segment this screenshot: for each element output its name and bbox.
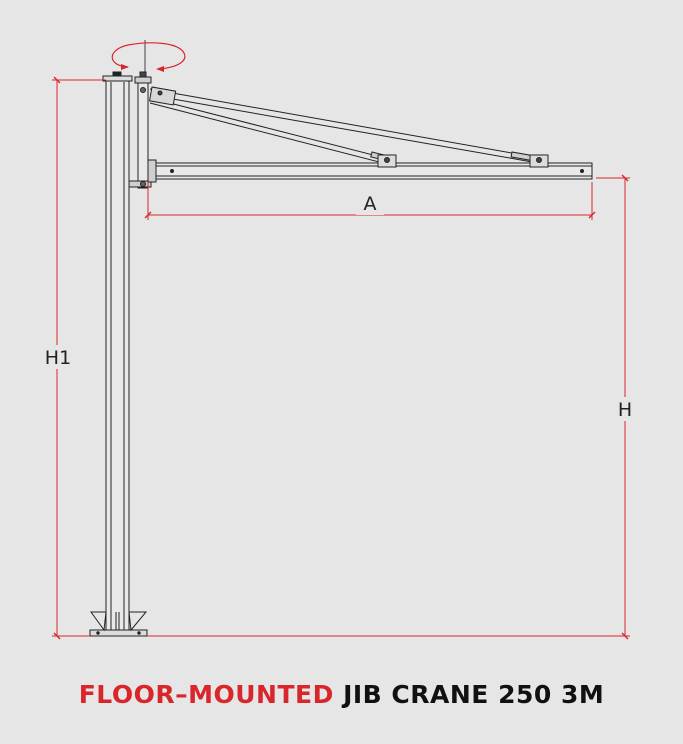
product-title: FLOOR–MOUNTED JIB CRANE 250 3M (0, 680, 683, 709)
jib-crane-drawing: H1 A H (44, 40, 633, 640)
crane-column (89, 71, 148, 637)
dimension-h1-label: H1 (45, 347, 71, 369)
product-title-accent: FLOOR–MOUNTED (78, 680, 334, 709)
dimension-lines (52, 76, 630, 640)
product-title-main: JIB CRANE 250 3M (343, 680, 605, 709)
pivot-bracket (128, 71, 152, 189)
tie-rods (148, 86, 541, 164)
jib-arm (147, 154, 593, 183)
dimension-h-label: H (618, 399, 632, 421)
dimension-a-label: A (364, 193, 377, 215)
